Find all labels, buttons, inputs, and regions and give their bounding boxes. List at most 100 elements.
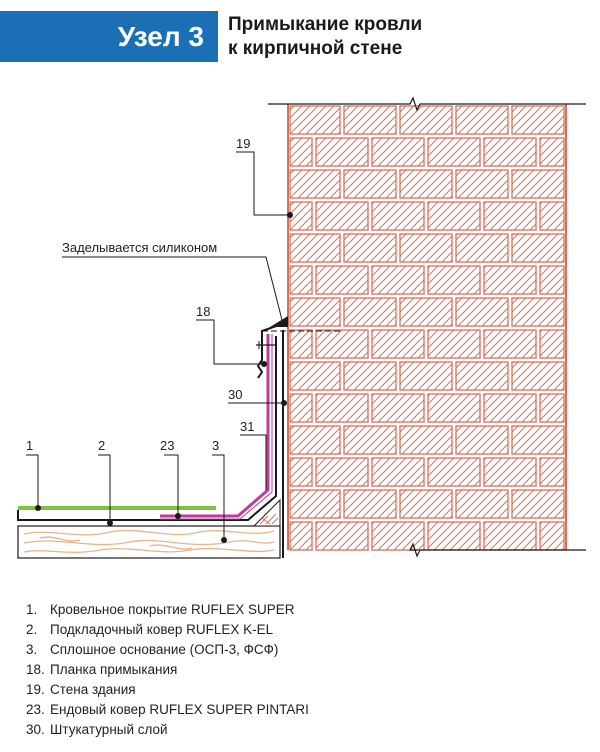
node-badge-label: Узел 3 [117, 20, 204, 52]
brick [511, 105, 565, 135]
legend-item: 3. Сплошное основание (ОСП-3, ФСФ) [26, 640, 309, 660]
brick [343, 105, 397, 135]
brick [511, 489, 565, 519]
brick [371, 137, 425, 167]
brick [483, 137, 537, 167]
brick [539, 201, 565, 231]
legend-text: Планка примыкания [50, 662, 178, 677]
brick [483, 201, 537, 231]
diagram-title: Примыкание кровли к кирпичной стене [228, 13, 422, 61]
legend-number: 3. [26, 642, 38, 657]
brick [483, 265, 537, 295]
silicone-seal [270, 316, 288, 327]
brick [427, 265, 481, 295]
brick [483, 329, 537, 359]
brick [511, 297, 565, 327]
brick [539, 457, 565, 487]
legend-number: 2. [26, 622, 38, 637]
break-line-top [268, 96, 586, 112]
brick [343, 361, 397, 391]
brick [455, 425, 509, 455]
brick [289, 297, 341, 327]
legend-item: 23. Ендовый ковер RUFLEX SUPER PINTARI [26, 700, 309, 720]
brick [289, 265, 313, 295]
valley-carpet-edge [160, 334, 273, 520]
brick [483, 521, 537, 551]
legend-text: Стена здания [50, 682, 136, 697]
wood-grain-line [23, 547, 275, 553]
legend-item: 2. Подкладочный ковер RUFLEX K-EL [26, 620, 309, 640]
legend-text: Ендовый ковер RUFLEX SUPER PINTARI [50, 702, 309, 717]
brick [427, 393, 481, 423]
callout-3: 3 [212, 438, 219, 453]
node-badge: Узел 3 [0, 11, 218, 62]
legend-text: Сплошное основание (ОСП-3, ФСФ) [50, 642, 279, 657]
brick [399, 169, 453, 199]
brick [511, 361, 565, 391]
brick [399, 297, 453, 327]
brick [289, 457, 313, 487]
brick [455, 169, 509, 199]
brick [315, 329, 369, 359]
brick [455, 297, 509, 327]
brick [427, 137, 481, 167]
brick [455, 233, 509, 263]
callout-31: 31 [240, 419, 254, 434]
brick [289, 169, 341, 199]
brick [315, 393, 369, 423]
brick [315, 457, 369, 487]
legend-number: 23. [26, 702, 45, 717]
flashing-plank [256, 321, 289, 379]
legend-number: 1. [26, 602, 38, 617]
brick [399, 361, 453, 391]
brick [511, 425, 565, 455]
brick [289, 329, 313, 359]
legend-number: 19. [26, 682, 45, 697]
brick [371, 393, 425, 423]
legend-item: 19. Стена здания [26, 680, 309, 700]
legend-number: 18. [26, 662, 45, 677]
brick [399, 233, 453, 263]
brick [539, 329, 565, 359]
brick-wall [287, 104, 567, 551]
brick [289, 137, 313, 167]
brick [539, 393, 565, 423]
brick [315, 521, 369, 551]
brick [399, 489, 453, 519]
break-line-bottom [409, 542, 586, 558]
brick [371, 201, 425, 231]
brick [455, 105, 509, 135]
legend-text: Штукатурный слой [50, 722, 168, 737]
leader-lines [26, 151, 290, 540]
title-line-2: к кирпичной стене [228, 38, 403, 59]
brick [511, 233, 565, 263]
wood-grain-line [39, 536, 81, 542]
legend-text: Подкладочный ковер RUFLEX K-EL [50, 622, 274, 637]
underlay-layer [17, 336, 277, 521]
callout-2: 2 [98, 438, 105, 453]
brick [399, 425, 453, 455]
legend-item: 18. Планка примыкания [26, 660, 309, 680]
wood-grain-line [23, 539, 275, 546]
brick [289, 361, 341, 391]
callout-30: 30 [228, 387, 242, 402]
brick [289, 201, 313, 231]
title-line-1: Примыкание кровли [228, 14, 423, 35]
brick [289, 233, 341, 263]
brick [343, 489, 397, 519]
callout-1: 1 [26, 438, 33, 453]
brick [427, 201, 481, 231]
callout-19: 19 [236, 136, 250, 151]
brick [371, 329, 425, 359]
brick [371, 457, 425, 487]
brick [427, 329, 481, 359]
fillet-31 [252, 498, 281, 527]
callout-23: 23 [160, 438, 174, 453]
brick [289, 521, 313, 551]
brick [455, 361, 509, 391]
brick [289, 489, 341, 519]
brick [289, 393, 313, 423]
brick [315, 265, 369, 295]
wood-grain-line [149, 544, 193, 550]
brick [483, 457, 537, 487]
